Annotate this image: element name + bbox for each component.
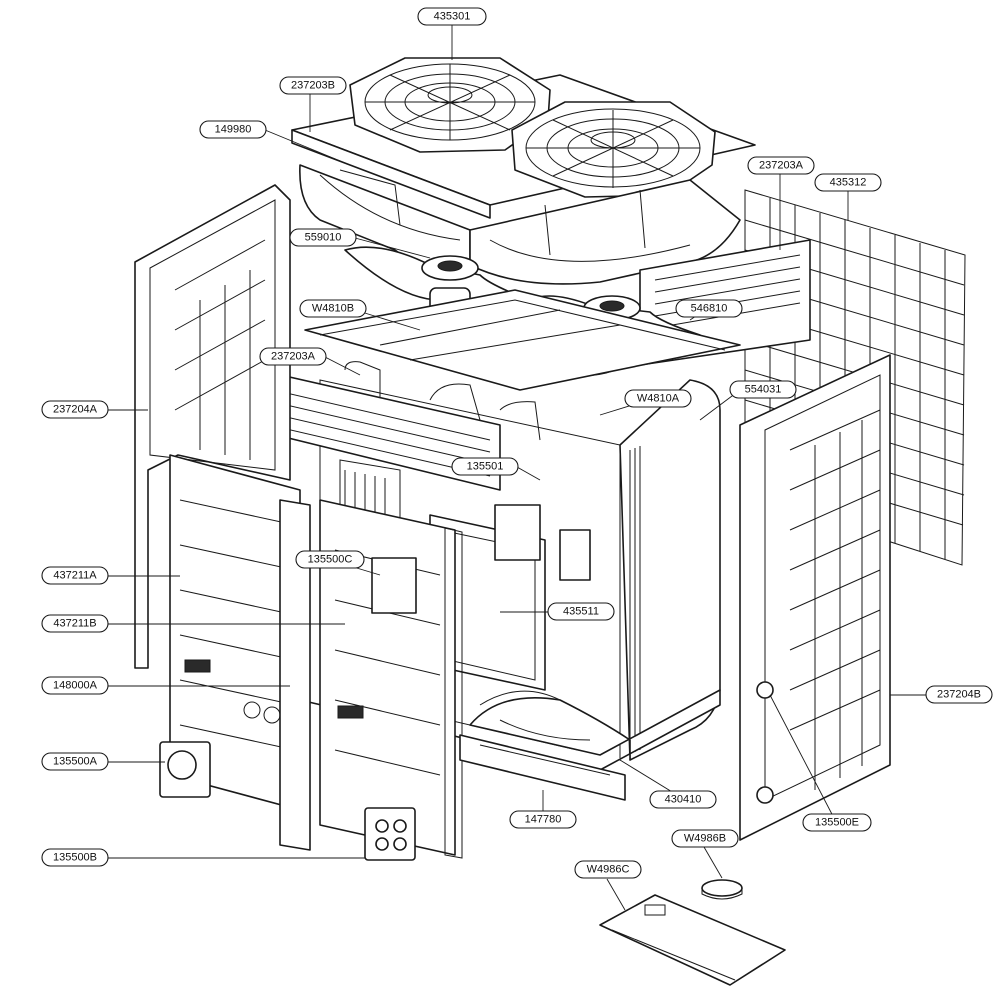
callout-437211A: 437211A bbox=[41, 566, 109, 585]
callout-435312: 435312 bbox=[814, 173, 882, 192]
round-label bbox=[701, 879, 743, 900]
callout-237203A-mid: 237203A bbox=[259, 347, 327, 366]
motor-mount-bar bbox=[304, 289, 741, 391]
callout-label: 237204B bbox=[937, 689, 981, 701]
callout-237204A: 237204A bbox=[41, 400, 109, 419]
callout-label: 437211B bbox=[53, 618, 96, 630]
fan-grille-right bbox=[511, 101, 716, 198]
callout-label: 147780 bbox=[525, 814, 562, 826]
callout-label: 559010 bbox=[305, 232, 342, 244]
callout-label: 430410 bbox=[665, 794, 702, 806]
leader-lines bbox=[108, 25, 932, 911]
callout-559010: 559010 bbox=[289, 228, 357, 247]
callout-437211B: 437211B bbox=[41, 614, 109, 633]
callout-label: 435312 bbox=[830, 177, 867, 189]
callout-W4986C: W4986C bbox=[574, 860, 642, 879]
callout-label: W4810A bbox=[637, 393, 680, 405]
callout-label: 135500A bbox=[53, 756, 98, 768]
callout-430410: 430410 bbox=[649, 790, 717, 809]
callout-label: 437211A bbox=[53, 570, 97, 582]
callout-label: 135500C bbox=[308, 554, 353, 566]
callout-237204B: 237204B bbox=[925, 685, 993, 704]
callout-W4986B: W4986B bbox=[671, 829, 739, 848]
callout-label: W4986B bbox=[684, 833, 726, 845]
fan-motors bbox=[304, 287, 741, 391]
callout-label: 148000A bbox=[53, 680, 98, 692]
callout-135500B: 135500B bbox=[41, 848, 109, 867]
callout-149980: 149980 bbox=[199, 120, 267, 139]
callout-label: 135500B bbox=[53, 852, 97, 864]
callout-554031: 554031 bbox=[729, 380, 797, 399]
left-side-panel bbox=[134, 184, 291, 669]
callout-label: 546810 bbox=[691, 303, 728, 315]
callout-237203B: 237203B bbox=[279, 76, 347, 95]
base-rail bbox=[459, 734, 626, 801]
callout-435511: 435511 bbox=[547, 602, 615, 621]
callout-546810: 546810 bbox=[675, 299, 743, 318]
callout-label: W4986C bbox=[587, 864, 630, 876]
rating-label-plate bbox=[599, 894, 786, 986]
front-panel-left bbox=[169, 454, 301, 811]
callout-148000A: 148000A bbox=[41, 676, 109, 695]
callout-label: 149980 bbox=[215, 124, 252, 136]
pipe-cover-left bbox=[159, 741, 211, 798]
callout-W4810A: W4810A bbox=[624, 389, 692, 408]
callouts: 435301 237203B 149980 237203A 435312 559… bbox=[41, 7, 993, 879]
callout-label: 554031 bbox=[745, 384, 782, 396]
callout-237203A-top: 237203A bbox=[747, 156, 815, 175]
callout-135500C: 135500C bbox=[295, 550, 365, 569]
pipe-cover-bottom bbox=[364, 807, 416, 861]
service-cover bbox=[371, 557, 417, 614]
callout-label: 237203B bbox=[291, 80, 335, 92]
top-cover-front-edge bbox=[291, 129, 491, 219]
callout-label: 237204A bbox=[53, 404, 98, 416]
callout-W4810B: W4810B bbox=[299, 299, 367, 318]
callout-label: 435511 bbox=[563, 606, 599, 618]
center-pillar bbox=[279, 499, 311, 851]
callout-label: 435301 bbox=[434, 11, 471, 23]
callout-label: 237203A bbox=[271, 351, 316, 363]
callout-label: 135500E bbox=[815, 817, 859, 829]
callout-label: 237203A bbox=[759, 160, 804, 172]
right-side-panel bbox=[739, 354, 891, 841]
fan-shroud-assembly bbox=[299, 164, 741, 285]
main-cabinet bbox=[299, 361, 721, 771]
top-cover-assembly bbox=[291, 57, 756, 219]
callout-label: 135501 bbox=[467, 461, 504, 473]
callout-435301: 435301 bbox=[417, 7, 487, 26]
front-panel-right bbox=[319, 499, 463, 859]
fan-grille-left bbox=[349, 57, 551, 153]
callout-135500E: 135500E bbox=[802, 813, 872, 832]
callout-label: W4810B bbox=[312, 303, 354, 315]
callout-135501: 135501 bbox=[451, 457, 519, 476]
callout-135500A: 135500A bbox=[41, 752, 109, 771]
callout-147780: 147780 bbox=[509, 810, 577, 829]
